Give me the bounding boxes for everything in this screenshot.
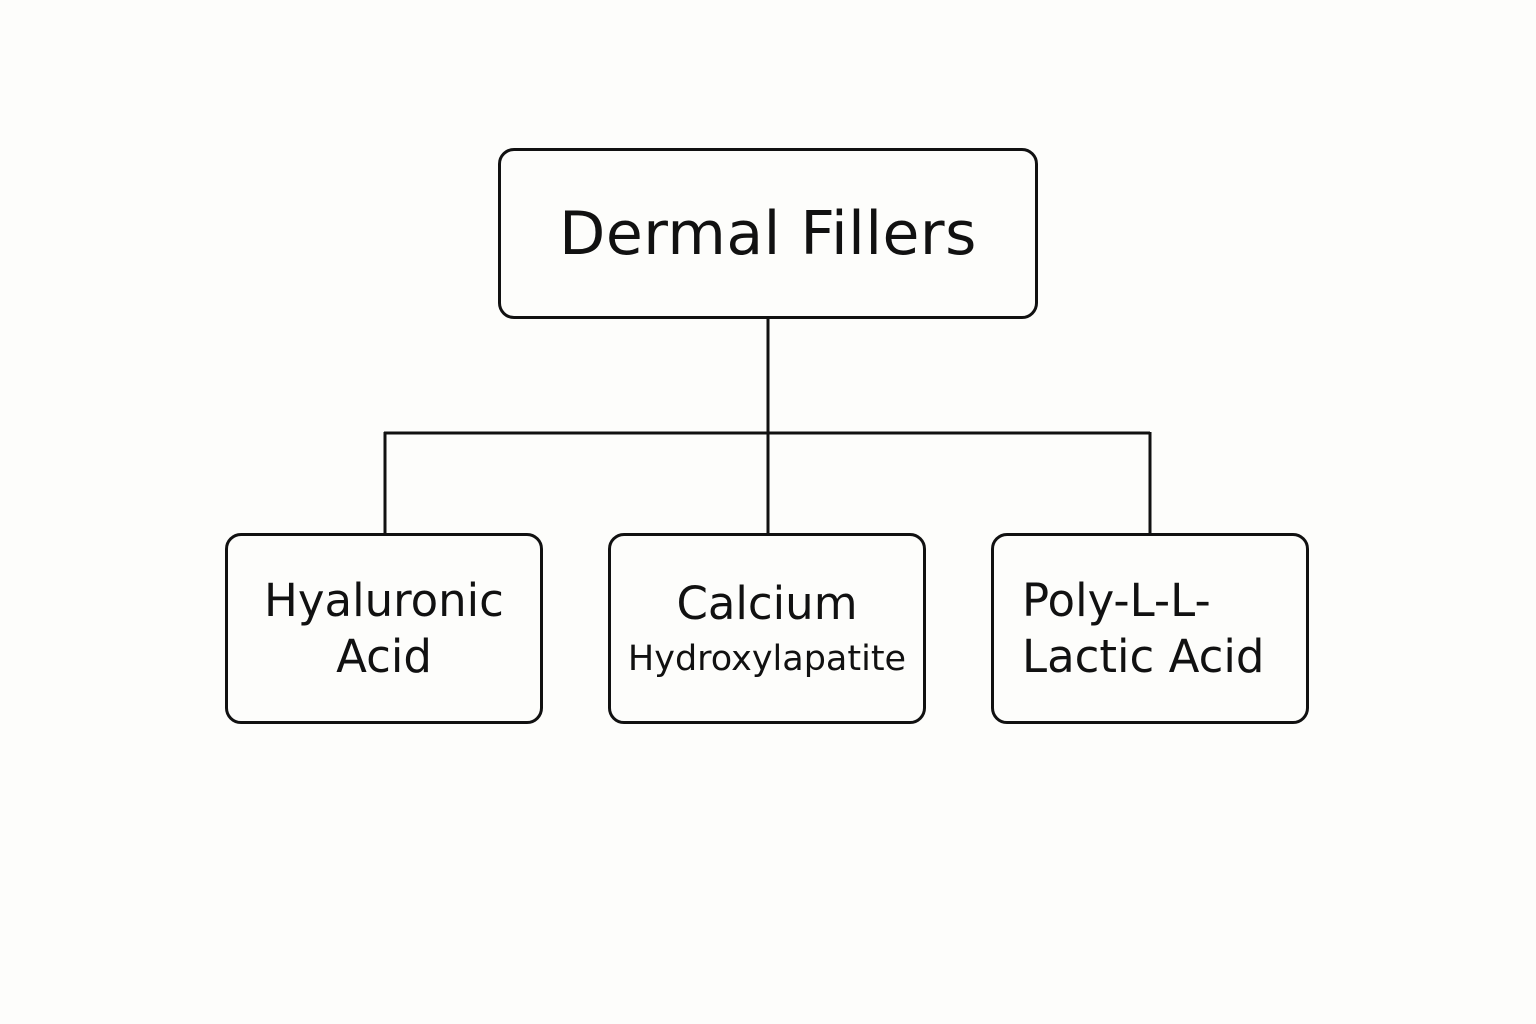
child-node-label-line-1: Hyaluronic [264,573,504,627]
child-node-hyaluronic-acid: Hyaluronic Acid [225,533,543,724]
child-node-label-line-2: Lactic Acid [1022,629,1265,683]
child-node-label-line-1: Poly-L-L- [1022,573,1211,627]
root-node-dermal-fillers: Dermal Fillers [498,148,1038,319]
child-node-label-line-2: Acid [336,629,432,683]
child-node-label-line-2: Hydroxylapatite [627,638,907,679]
root-node-label: Dermal Fillers [559,198,977,269]
child-node-calcium-hydroxylapatite: Calcium Hydroxylapatite [608,533,926,724]
child-node-poly-l-lactic-acid: Poly-L-L- Lactic Acid [991,533,1309,724]
child-node-label-line-1: Calcium [676,576,858,630]
